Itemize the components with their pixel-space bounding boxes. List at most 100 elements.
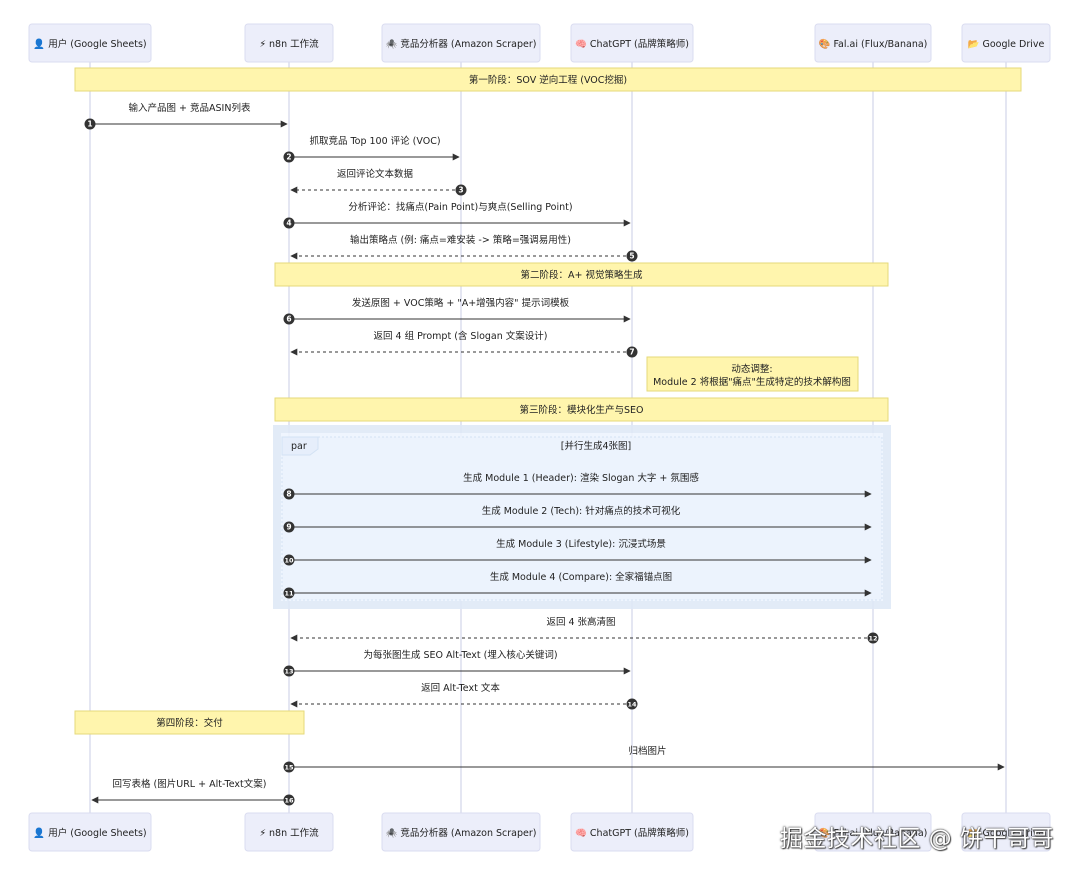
sequence-number-badge (283, 313, 295, 325)
sequence-number-badge (626, 698, 638, 710)
message-3: 返回评论文本数据 3 (290, 168, 467, 196)
message-5: 输出策略点 (例: 痛点=难安装 -> 策略=强调易用性)5 (290, 234, 638, 262)
participant-n8n-top: ⚡ n8n 工作流 (244, 23, 334, 63)
participant-label: 🕷️ 竞品分析器 (Amazon Scraper) (386, 827, 537, 839)
participant-user-top: 👤 用户 (Google Sheets) (28, 23, 152, 63)
note-dynamic-adjustment: 动态调整:Module 2 将根据"痛点"生成特定的技术解构图 (646, 356, 859, 392)
sequence-number-badge (283, 794, 295, 806)
sequence-number: 11 (284, 590, 294, 598)
note-line-1: 动态调整: (731, 363, 772, 375)
message-8: 生成 Module 1 (Header): 渲染 Slogan 大字 + 氛围感… (283, 472, 872, 500)
sequence-number-badge (283, 761, 295, 773)
participant-label: 📂 Google Drive (968, 828, 1045, 839)
participant-drive-top: 📂 Google Drive (961, 23, 1051, 63)
sequence-number: 9 (286, 523, 291, 532)
participant-label: ⚡ n8n 工作流 (259, 827, 319, 839)
participant-gpt-top: 🧠 ChatGPT (品牌策略师) (570, 23, 694, 63)
sequence-number: 8 (286, 490, 291, 499)
sequence-number: 6 (286, 315, 291, 324)
sequence-number: 1 (87, 120, 92, 129)
sequence-number: 14 (627, 701, 637, 709)
sequence-number-badge (283, 151, 295, 163)
message-9: 生成 Module 2 (Tech): 针对痛点的技术可视化 9 (283, 505, 872, 533)
participant-n8n-bottom: ⚡ n8n 工作流 (244, 812, 334, 852)
phase-banner-box (274, 397, 889, 422)
participant-gpt-bottom: 🧠 ChatGPT (品牌策略师) (570, 812, 694, 852)
message-label: 回写表格 (图片URL + Alt-Text文案) (113, 778, 267, 790)
message-12: 返回 4 张高清图 12 (290, 616, 879, 644)
sequence-number: 15 (284, 764, 294, 772)
phase-banner-label: 第二阶段：A+ 视觉策略生成 (521, 269, 643, 281)
participant-box (28, 23, 152, 63)
message-2: 抓取竞品 Top 100 评论 (VOC)2 (283, 135, 460, 163)
sequence-number-badge (867, 632, 879, 644)
participant-box (381, 23, 541, 63)
sequence-number: 3 (458, 186, 463, 195)
message-label: 返回 4 张高清图 (546, 616, 615, 628)
message-label: 发送原图 + VOC策略 + "A+增强内容" 提示词模板 (352, 297, 570, 309)
sequence-number: 12 (868, 635, 877, 643)
sequence-number-badge (84, 118, 96, 130)
participant-box (570, 23, 694, 63)
par-block-frame (281, 436, 883, 601)
sequence-number-badge (283, 488, 295, 500)
participant-label: 📂 Google Drive (968, 39, 1045, 50)
note-box (646, 356, 859, 392)
message-label: 返回 Alt-Text 文本 (421, 682, 500, 694)
sequence-number: 10 (284, 557, 294, 565)
participant-label: 🎨 Fal.ai (Flux/Banana) (819, 827, 928, 839)
participant-scraper-bottom: 🕷️ 竞品分析器 (Amazon Scraper) (381, 812, 541, 852)
phase-banner-3: 第三阶段：模块化生产与SEO (274, 397, 889, 422)
message-label: 生成 Module 1 (Header): 渲染 Slogan 大字 + 氛围感 (463, 472, 699, 484)
participant-box (961, 23, 1051, 63)
sequence-number-badge (626, 346, 638, 358)
participant-scraper-top: 🕷️ 竞品分析器 (Amazon Scraper) (381, 23, 541, 63)
participant-box (381, 812, 541, 852)
par-keyword: par (291, 441, 307, 452)
participant-box (570, 812, 694, 852)
message-15: 归档图片 15 (283, 745, 1005, 773)
message-14: 返回 Alt-Text 文本 14 (290, 682, 638, 710)
phase-banner-4: 第四阶段：交付 (74, 710, 305, 735)
participant-box (28, 812, 152, 852)
sequence-number: 7 (629, 348, 634, 357)
participant-user-bottom: 👤 用户 (Google Sheets) (28, 812, 152, 852)
phase-banner-1: 第一阶段：SOV 逆向工程 (VOC挖掘) (74, 67, 1022, 92)
participant-label: 🧠 ChatGPT (品牌策略师) (575, 38, 689, 50)
message-label: 输入产品图 + 竞品ASIN列表 (129, 102, 251, 114)
sequence-number: 2 (286, 153, 291, 162)
message-label: 为每张图生成 SEO Alt-Text (埋入核心关键词) (363, 649, 557, 661)
par-label-tab (281, 436, 319, 456)
par-title: [并行生成4张图] (561, 440, 631, 452)
participant-label: 🎨 Fal.ai (Flux/Banana) (819, 38, 928, 50)
par-block: par [并行生成4张图] (273, 425, 891, 609)
participant-label: 👤 用户 (Google Sheets) (33, 827, 146, 839)
message-6: 发送原图 + VOC策略 + "A+增强内容" 提示词模板 6 (283, 297, 631, 325)
message-label: 归档图片 (628, 745, 666, 757)
message-label: 返回评论文本数据 (337, 168, 414, 180)
sequence-number: 4 (286, 219, 291, 228)
message-label: 生成 Module 2 (Tech): 针对痛点的技术可视化 (482, 505, 681, 517)
participant-fal-top: 🎨 Fal.ai (Flux/Banana) (814, 23, 932, 63)
watermark: 掘金技术社区 @ 饼干哥哥 (779, 826, 1054, 852)
message-label: 返回 4 组 Prompt (含 Slogan 文案设计) (373, 330, 547, 342)
participant-label: ⚡ n8n 工作流 (259, 38, 319, 50)
participant-fal-bottom: 🎨 Fal.ai (Flux/Banana) (814, 812, 932, 852)
sequence-number-badge (283, 554, 295, 566)
participant-label: 🧠 ChatGPT (品牌策略师) (575, 827, 689, 839)
participant-drive-bottom: 📂 Google Drive (961, 812, 1051, 852)
message-16: 回写表格 (图片URL + Alt-Text文案) 16 (91, 778, 295, 806)
message-1: 输入产品图 + 竞品ASIN列表 1 (84, 102, 288, 130)
phase-banner-box (74, 67, 1022, 92)
message-label: 生成 Module 4 (Compare): 全家福锚点图 (490, 571, 672, 583)
sequence-number-badge (283, 521, 295, 533)
sequence-number: 16 (284, 797, 294, 805)
participant-box (961, 812, 1051, 852)
sequence-number-badge (283, 665, 295, 677)
sequence-number-badge (455, 184, 467, 196)
participant-box (814, 23, 932, 63)
message-label: 分析评论：找痛点(Pain Point)与爽点(Selling Point) (348, 201, 572, 213)
participant-label: 🕷️ 竞品分析器 (Amazon Scraper) (386, 38, 537, 50)
